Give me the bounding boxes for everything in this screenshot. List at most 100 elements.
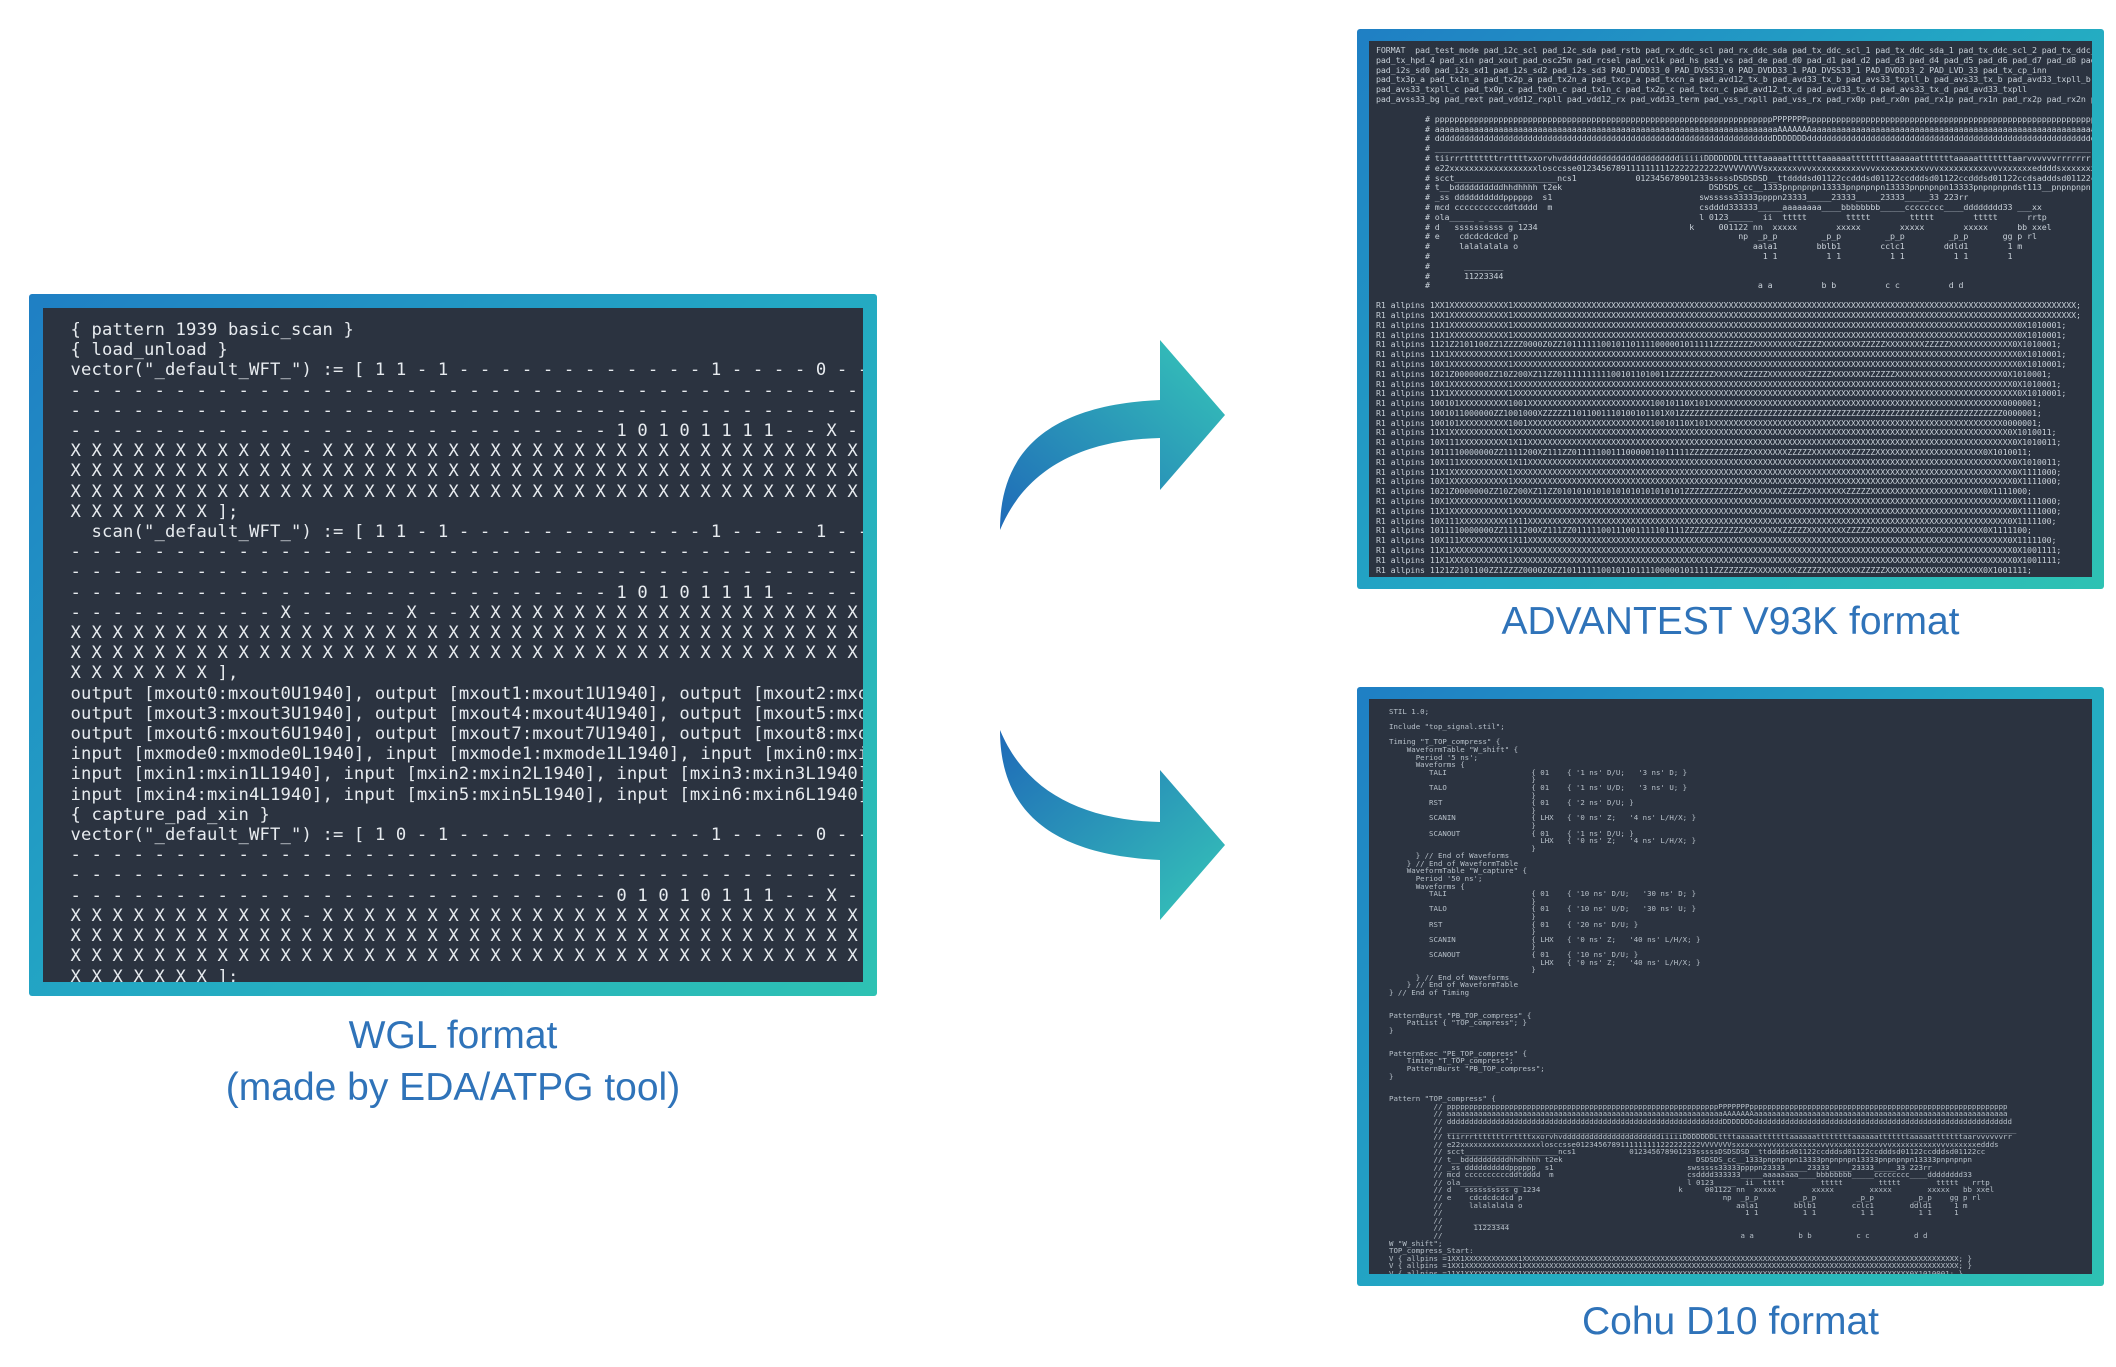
wgl-code-line: - - - - - - - - - - - - - - - - - - - - … — [60, 885, 863, 906]
v93k-vector-line: R1 allpins 11X1XXXXXXXXXXXX1XXXXXXXXXXXX… — [1376, 466, 2062, 477]
wgl-code-line: { load_unload } — [60, 340, 228, 361]
d10-panel: STIL 1.0; Include "top_signal.stil"; Tim… — [1357, 687, 2104, 1286]
v93k-vector-line: R1 allpins 10X111XXXXXXXXXX1X11XXXXXXXXX… — [1376, 437, 2062, 448]
d10-code-line: // mcd ccccccccccddtdddd m csdddd333333_… — [1389, 1170, 1972, 1180]
d10-code-line: // ddddddddddddddddddddddddddddddddddddd… — [1389, 1117, 2012, 1127]
d10-code-line: SCANOUT { 01 { '10 ns' D/U; } — [1389, 950, 1639, 959]
v93k-vector-line: R1 allpins 10X1XXXXXXXXXXXX1XXXXXXXXXXXX… — [1376, 378, 2062, 389]
d10-code-line: RST { 01 { '20 ns' D/U; } — [1389, 919, 1639, 929]
d10-code-line: Period '50 ns'; — [1389, 874, 1483, 884]
v93k-vector-line: R1 allpins 11X1XXXXXXXXXXXX1XXXXXXXXXXXX… — [1376, 319, 2067, 330]
d10-code-line: STIL 1.0; — [1389, 707, 1430, 716]
d10-code-line: PatternBurst "PB_TOP_compress" { — [1389, 1010, 1532, 1020]
v93k-header-line: # tiirrrtttttttrrttttxxorvhvdddddddddddd… — [1376, 152, 2092, 163]
v93k-header-line: # _ss ddddddddddpppppp s1 swsssss33333pp… — [1376, 192, 1969, 203]
d10-code-line: // _____________________________________… — [1389, 1124, 2017, 1134]
v93k-header-line: # e cdcdcdcdcd p np _p_p _p_p _p_p _p_p … — [1376, 231, 2037, 242]
v93k-header-line: # ________ — [1376, 260, 1504, 271]
wgl-code-line: X X X X X X X X X X X X X X X X X X X X … — [60, 926, 863, 947]
d10-code-line: // ola_____ _ ______ l 0123_____ ii tttt… — [1389, 1177, 1990, 1187]
wgl-code-line: output [mxout6:mxout6U1940], output [mxo… — [70, 724, 863, 745]
d10-code-line: Timing "T_TOP_compress" { — [1389, 737, 1501, 747]
v93k-header-line: # dddddddddddddddddddddddddddddddddddddd… — [1376, 133, 2092, 144]
wgl-code-line: input [mxin1:mxin1L1940], input [mxin2:m… — [60, 764, 863, 785]
d10-code-line: } — [1389, 912, 1536, 922]
v93k-format-line: pad_tx3p_a pad_tx1n_a pad_tx2p_a pad_tx2… — [1376, 74, 2092, 85]
d10-code-line: V { allpins =1XX1XXXXXXXXXXXX1XXXXXXXXXX… — [1389, 1253, 1972, 1263]
v93k-vector-line: R1 allpins 100101XXXXXXXXXX1001XXXXXXXXX… — [1376, 417, 2042, 428]
d10-code-line: // aaaaaaaaaaaaaaaaaaaaaaaaaaaaaaaaaaaaa… — [1389, 1109, 2008, 1119]
v93k-format-line: FORMAT pad_test_mode pad_i2c_scl pad_i2c… — [1376, 45, 2092, 55]
d10-code-line: WaveformTable "W_shift" { — [1389, 744, 1519, 754]
wgl-code-line: - - - - - - - - - - - - - - - - - - - - … — [60, 380, 863, 401]
v93k-vector-line: R1 allpins 11X1XXXXXXXXXXXX1XXXXXXXXXXXX… — [1376, 505, 2062, 516]
d10-code-line: // ppppppppppppppppppppppppppppppppppppp… — [1389, 1101, 2008, 1111]
wgl-code-line: - - - - - - - - - - - - - - - - - - - - … — [60, 845, 863, 866]
v93k-caption: ADVANTEST V93K format — [1501, 600, 1960, 643]
v93k-vector-line: R1 allpins 10X1XXXXXXXXXXXX1XXXXXXXXXXXX… — [1376, 496, 2062, 507]
v93k-format-line: pad_i2s_sd0 pad_i2s_sd1 pad_i2s_sd2 pad_… — [1376, 64, 2047, 75]
v93k-vector-line: R1 allpins 1121Z2101100ZZ1ZZZZ0000Z0ZZ10… — [1376, 564, 2032, 575]
d10-code-line: } // End of Timing — [1389, 987, 1470, 997]
v93k-header-line: # e22xxxxxxxxxxxxxxxxxxlosccsse012345678… — [1376, 162, 2092, 173]
v93k-vector-line: R1 allpins 10X1XXXXXXXXXXXX1XXXXXXXXXXXX… — [1376, 476, 2062, 487]
d10-code-line: // d ssssssssss g 1234 k 001122 nn xxxxx… — [1389, 1185, 1995, 1195]
wgl-panel: { pattern 1939 basic_scan } { load_unloa… — [29, 294, 877, 996]
v93k-format-line: pad_avss33_bg pad_rext pad_vdd12_rxpll p… — [1376, 93, 2092, 104]
v93k-header-line: # mcd ccccccccccddtdddd m csdddd333333__… — [1376, 201, 2042, 212]
wgl-code-line: output [mxout0:mxout0U1940], output [mxo… — [70, 683, 863, 704]
wgl-code-line: - - - - - - - - - - X - - - - - X - - X … — [60, 602, 863, 623]
v93k-header-line: # 11223344 — [1376, 270, 1504, 281]
wgl-code-line: - - - - - - - - - - - - - - - - - - - - … — [60, 865, 863, 886]
d10-code-line: TALI { 01 { '1 ns' D/U; '3 ns' D; } — [1389, 767, 1688, 777]
wgl-code-line: vector("_default_WFT_") := [ 1 0 - 1 - -… — [60, 825, 863, 846]
wgl-code-line: input [mxmode0:mxmode0L1940], input [mxm… — [70, 744, 863, 765]
d10-code-line: // _ss ddddddddddpppppp s1 swsssss33333p… — [1389, 1162, 1932, 1172]
v93k-vector-line: R1 allpins 1XX1XXXXXXXXXXXX1XXXXXXXXXXXX… — [1376, 309, 2081, 320]
v93k-vector-line: R1 allpins 11X1XXXXXXXXXXXX1XXXXXXXXXXXX… — [1376, 545, 2062, 556]
v93k-header-line: # a a b b c c d d — [1376, 280, 1964, 291]
wgl-code-line: - - - - - - - - - - - - - - - - - - - - … — [60, 562, 863, 583]
wgl-caption-subtitle: (made by EDA/ATPG tool) — [225, 1066, 681, 1109]
d10-code-line: SCANIN { LHX { '0 ns' Z; '4 ns' L/H/X; } — [1389, 813, 1697, 823]
v93k-header-line: # aaaaaaaaaaaaaaaaaaaaaaaaaaaaaaaaaaaaaa… — [1376, 123, 2092, 134]
wgl-code-line: X X X X X X X X X X X - X X X X X X X X … — [60, 441, 863, 462]
v93k-vector-line: R1 allpins 11X1XXXXXXXXXXXX1XXXXXXXXXXXX… — [1376, 329, 2067, 340]
d10-code-line: // e cdcdcdcdcd p np _p_p _p_p _p_p _p_p… — [1389, 1193, 1981, 1202]
d10-code-line: // 1 1 1 1 1 1 1 1 1 — [1389, 1208, 1959, 1218]
d10-code-line — [1389, 1080, 2092, 1088]
v93k-vector-line: R1 allpins 1XX1XXXXXXXXXXXX1XXXXXXXXXXXX… — [1376, 300, 2081, 311]
d10-code-line: } // End of Waveforms — [1389, 972, 1510, 982]
wgl-code-line: { capture_pad_xin } — [60, 804, 270, 825]
wgl-code-line: - - - - - - - - - - - - - - - - - - - - … — [60, 421, 863, 442]
d10-code-line: TALO { 01 { '10 ns' U/D; '30 ns' U; } — [1389, 904, 1697, 914]
v93k-header-line: # ola_____ _ ______ l 0123_____ ii ttttt… — [1376, 211, 2047, 222]
d10-code-line: } — [1389, 1071, 1394, 1081]
wgl-code-line: X X X X X X X X X X X - X X X X X X X X … — [60, 905, 863, 926]
d10-code-line: } // End of WaveformTable — [1389, 980, 1519, 990]
d10-code-line: } — [1389, 927, 1536, 937]
v93k-panel: FORMAT pad_test_mode pad_i2c_scl pad_i2c… — [1357, 29, 2104, 589]
d10-code-line: // t__bddddddddddhhdhhhh t2ek DSDSDS_cc_… — [1389, 1155, 1972, 1165]
wgl-code-line: X X X X X X X X X X X X X X X X X X X X … — [60, 623, 863, 644]
d10-code-line: SCANOUT { 01 { '1 ns' D/U; } — [1389, 828, 1634, 838]
d10-code-line: } — [1389, 1025, 1394, 1035]
d10-code-line: } — [1389, 942, 1536, 952]
arrow-to-d10 — [1000, 730, 1225, 920]
d10-code-line: } // End of WaveformTable — [1389, 858, 1519, 868]
d10-code-line: SCANIN { LHX { '0 ns' Z; '40 ns' L/H/X; … — [1389, 934, 1701, 944]
wgl-code-line: - - - - - - - - - - - - - - - - - - - - … — [60, 542, 863, 563]
wgl-code-line: X X X X X X X X X X X X X X X X X X X X … — [60, 461, 863, 482]
wgl-code-line: X X X X X X X X X X X X X X X X X X X X … — [60, 643, 863, 664]
d10-code-line: RST { 01 { '2 ns' D/U; } — [1389, 798, 1634, 808]
v93k-header-line: # t__bddddddddddhhdhhhh t2ek DSDSDS_cc__… — [1376, 182, 2091, 193]
d10-code-line: } — [1389, 790, 1536, 800]
wgl-code-line: scan("_default_WFT_") := [ 1 1 - 1 - - -… — [60, 522, 863, 543]
d10-code-line: } — [1389, 775, 1536, 785]
d10-code-line: // tiirrrtttttttrrttttxxorvhvddddddddddd… — [1389, 1132, 2012, 1142]
v93k-vector-line: R1 allpins 1001011000000ZZ1001000XZZZZZ1… — [1376, 407, 2042, 418]
wgl-code-line: X X X X X X X ], — [60, 663, 239, 684]
wgl-code-line: - - - - - - - - - - - - - - - - - - - - … — [60, 400, 863, 421]
v93k-vector-line: R1 allpins 11X1XXXXXXXXXXXX1XXXXXXXXXXXX… — [1376, 554, 2062, 565]
d10-code-line: } — [1389, 896, 1536, 906]
